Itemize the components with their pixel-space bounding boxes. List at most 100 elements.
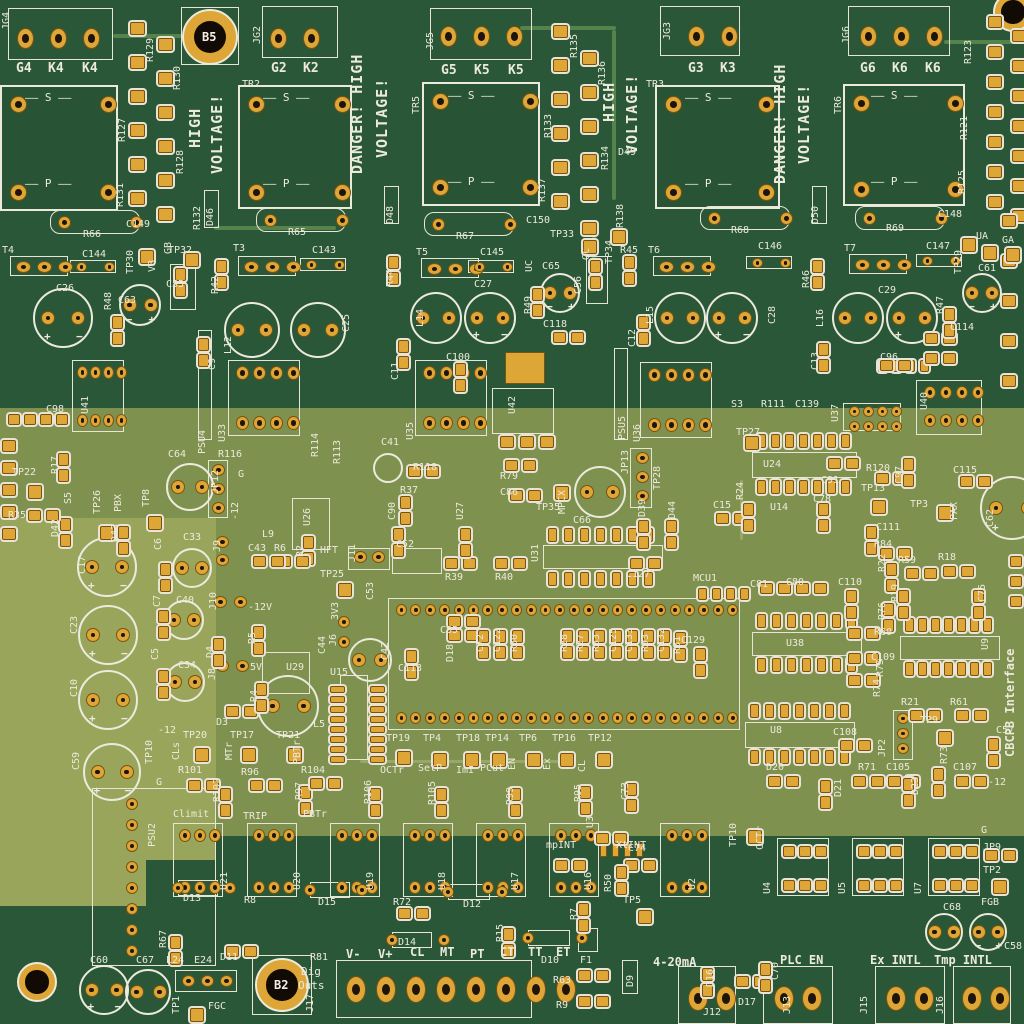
silkscreen-label: C143 [312,245,337,256]
solder-pad [825,704,834,718]
through-hole-pad [116,414,127,427]
through-hole-pad [699,418,712,432]
silkscreen-label: R61 [950,697,969,708]
solder-pad [573,860,586,871]
through-hole-pad [172,882,184,894]
solder-pad [118,526,129,539]
silkscreen-label: MPCX [557,489,568,514]
through-hole-pad [568,604,580,616]
through-hole-pad [636,452,649,464]
silkscreen-label: R123 [963,39,974,64]
solder-pad [989,501,1003,515]
silkscreen-label: C29 [878,285,897,296]
pad-hole [106,418,111,423]
silkscreen-label: U33 [217,423,228,442]
pad-hole [224,978,229,984]
through-hole-pad [440,26,457,47]
solder-pad [206,780,219,791]
through-hole-pad [194,881,206,894]
solder-pad [946,925,961,939]
pad-hole [629,607,634,613]
through-hole-pad [216,554,229,566]
solder-pad [195,480,209,494]
silkscreen-label: L5 [313,719,326,730]
through-hole-pad [612,604,623,616]
through-hole-pad [655,712,667,724]
solder-pad [675,632,686,645]
solder-pad [966,846,978,857]
solder-pad [503,944,514,957]
through-hole-pad [209,881,221,894]
silkscreen-label: C41 [381,437,400,448]
pad-hole [690,315,696,321]
solder-pad [956,776,969,787]
silkscreen-label: —— S —— [25,91,72,104]
through-hole-pad [268,881,280,894]
pad-hole [784,216,789,221]
pad-hole [271,885,277,890]
pad-hole [900,746,906,751]
silkscreen-label: GC [581,247,592,260]
solder-pad [874,880,886,891]
silkscreen-label: R135 [569,33,580,58]
silkscreen-label: TT [528,945,543,959]
pad-hole [485,833,491,838]
solder-pad [130,158,145,171]
silkscreen-label: C42 [380,641,391,660]
solder-pad [8,414,20,425]
pad-hole [235,327,241,333]
through-hole-pad [334,260,345,270]
silkscreen-label: K2 [303,61,319,76]
pad-hole [286,885,292,890]
solder-pad [492,753,506,767]
solder-pad [888,776,901,787]
silkscreen-label: C28 [767,305,778,324]
pad-hole [308,34,315,43]
silkscreen-label: K4 [82,61,98,76]
through-hole-pad [334,184,351,201]
silkscreen-label: D4 [205,645,216,658]
silkscreen-label: U42 [507,395,518,414]
through-hole-pad [863,406,874,417]
solder-pad [28,485,42,499]
polarity-plus: + [992,521,999,534]
pad-hole [900,716,906,721]
solder-pad [510,788,521,801]
solder-pad [799,434,808,448]
solder-pad [760,963,771,976]
through-hole-pad [212,502,225,514]
solder-pad [778,583,791,594]
through-hole-pad [684,604,695,616]
silkscreen-label: U16 [583,871,594,890]
through-hole-pad [640,712,652,724]
pad-hole [442,984,450,995]
component-outline [384,186,399,224]
through-hole-pad [468,604,479,616]
silkscreen-label: J15 [859,995,870,1014]
solder-pad [702,984,713,997]
pad-hole [359,887,365,893]
solder-pad [158,38,173,51]
silkscreen-label: U41 [80,395,91,414]
solder-pad [799,880,811,891]
through-hole-pad [502,262,513,272]
silkscreen-label: R7 [569,907,580,920]
silkscreen-label: G [981,825,988,836]
pad-hole [93,370,98,375]
solder-pad [448,630,461,641]
pad-hole [976,929,981,935]
silkscreen-label: C27 [474,279,493,290]
copper-zone [0,860,146,906]
through-hole-pad [698,712,710,724]
pad-hole [172,679,178,685]
solder-pad [933,768,944,781]
solder-pad [1010,576,1022,587]
silkscreen-label: D12 [463,899,482,910]
pad-hole [726,32,733,41]
pad-hole [20,264,27,270]
capacitor-outline [290,302,346,358]
component-outline [228,360,300,436]
solder-pad [988,738,999,751]
silkscreen-label: J12 [703,1007,722,1018]
pad-hole [852,409,857,414]
